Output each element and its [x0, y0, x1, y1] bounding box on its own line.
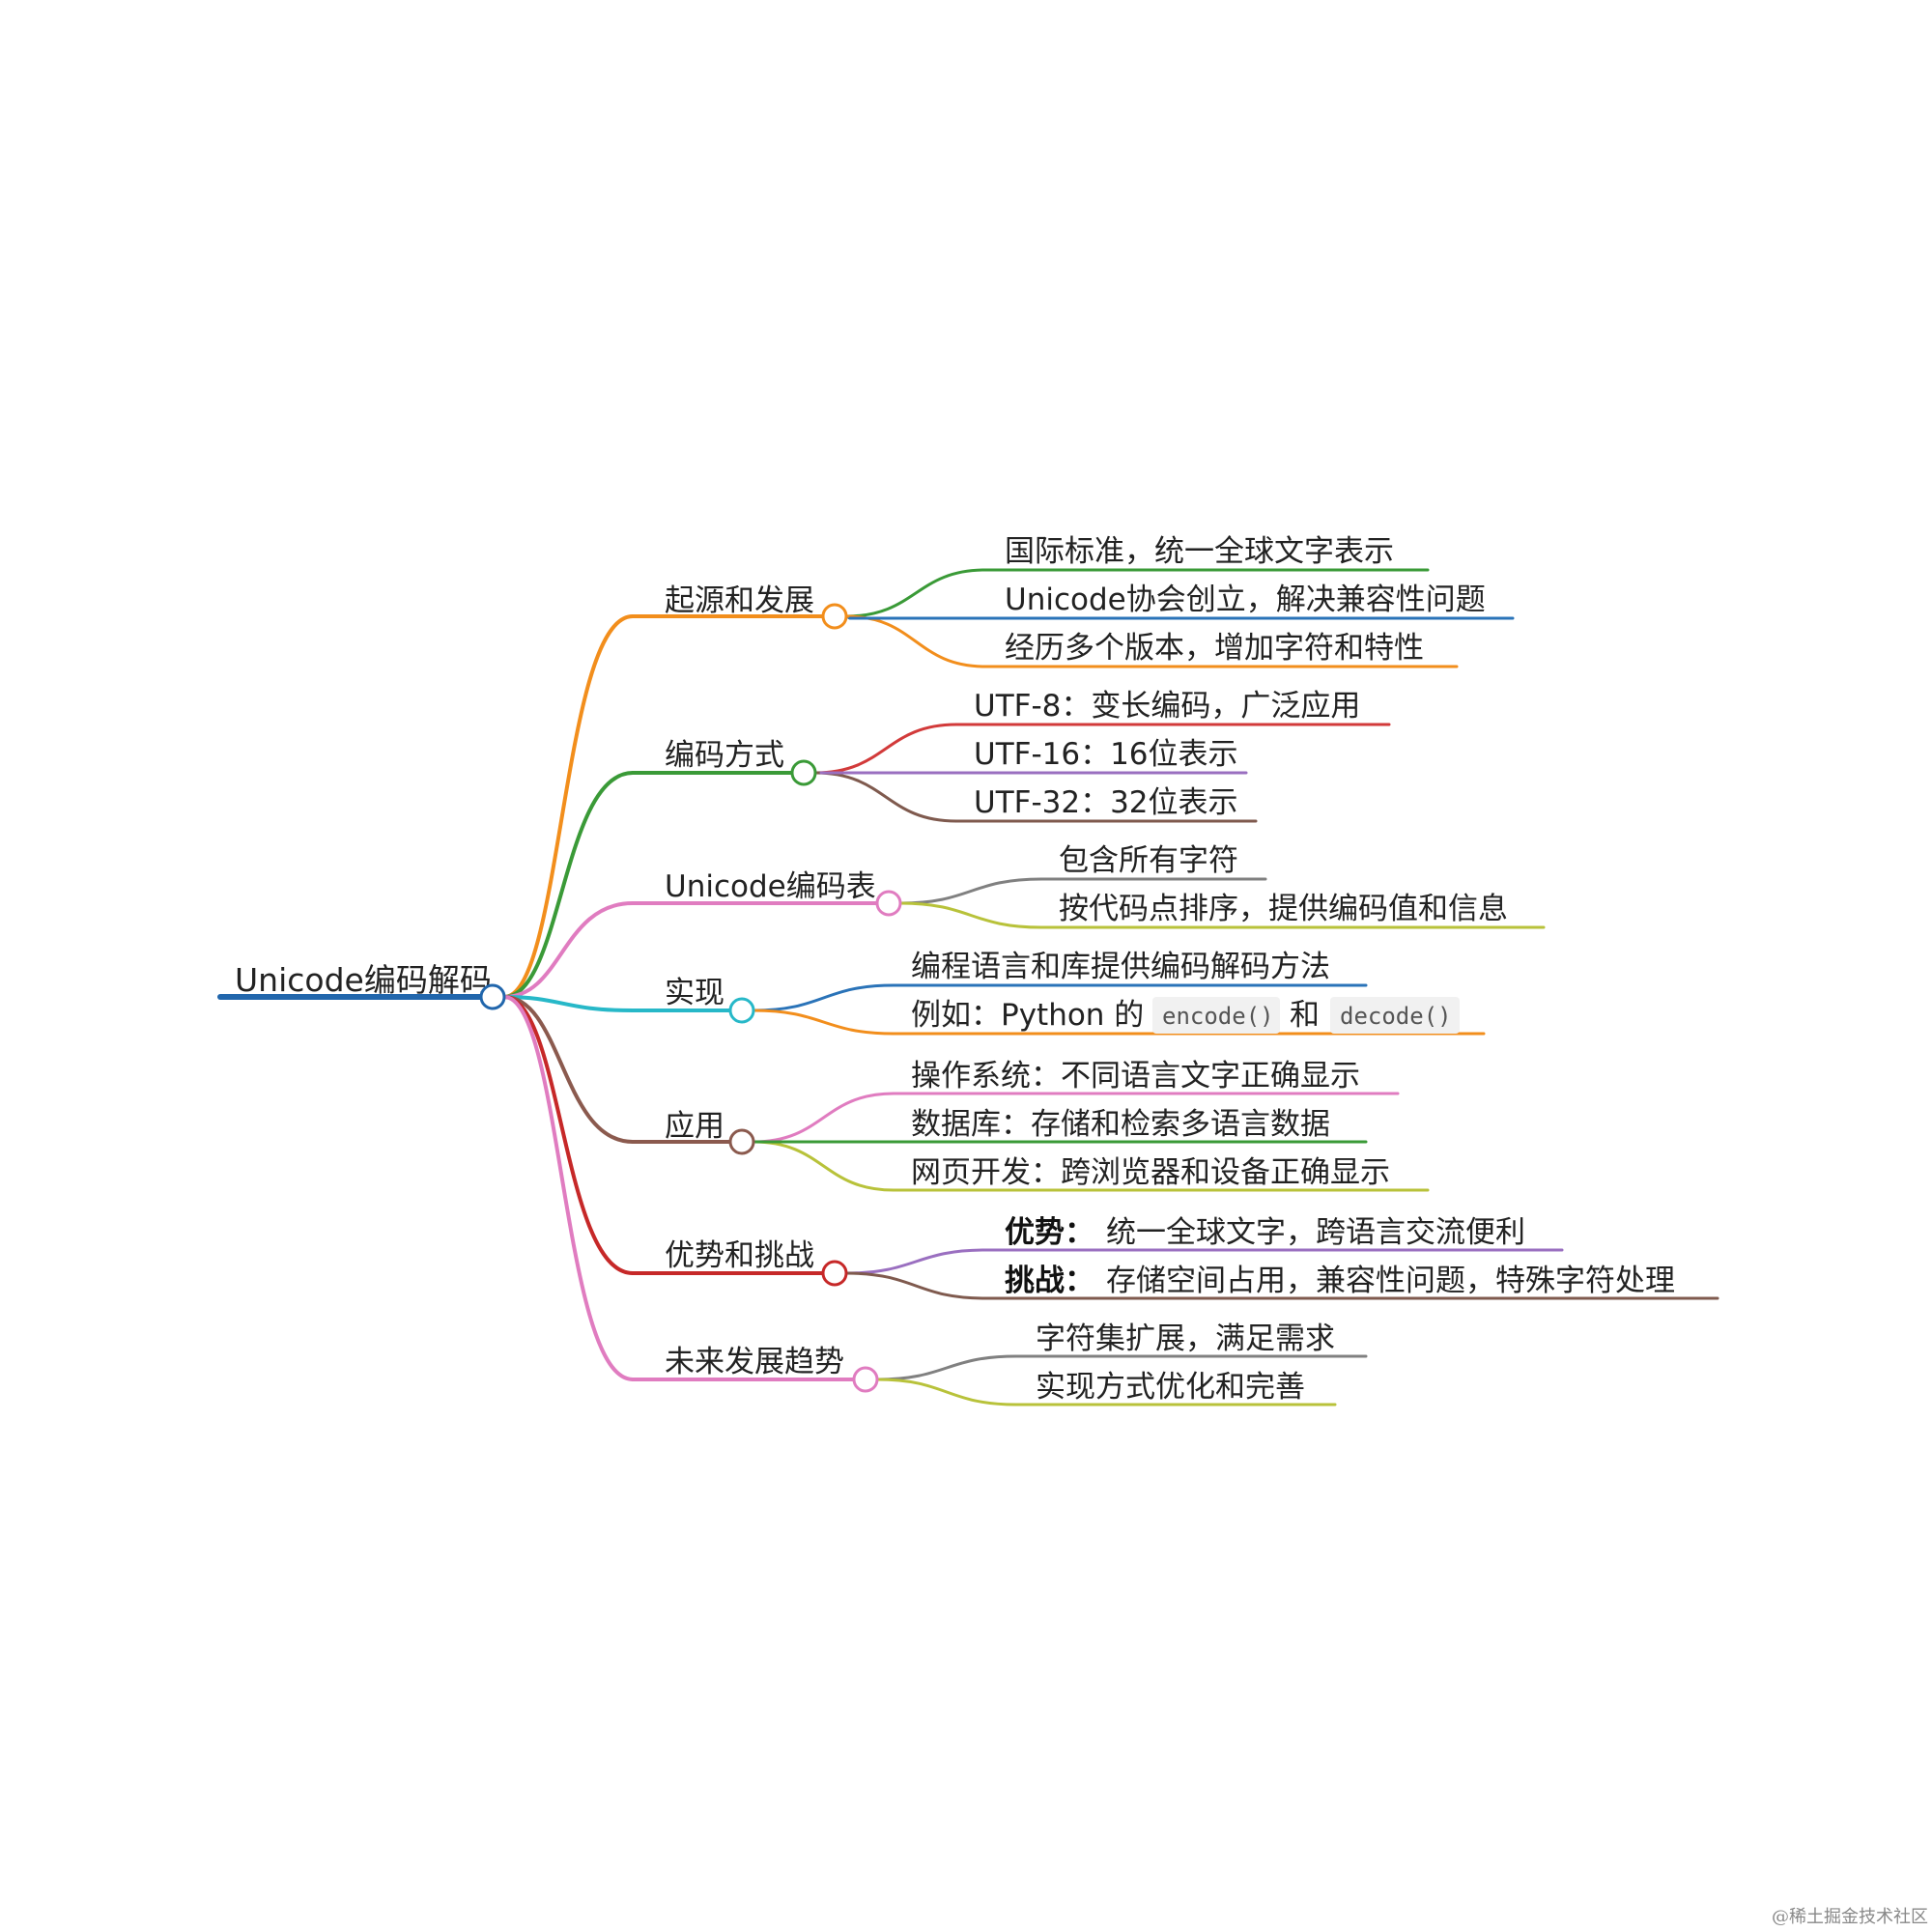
root-label: Unicode编码解码: [235, 961, 492, 999]
edge-branch-1-leaf-2: [813, 771, 958, 823]
leaf-encoding-1: UTF-8：变长编码，广泛应用: [974, 689, 1360, 724]
root-node-circle[interactable]: [479, 983, 506, 1010]
edge-branch-2-leaf-0: [898, 877, 1043, 905]
edge-branch-6-leaf-1: [875, 1378, 1018, 1406]
edge-root-branch-4: [502, 995, 635, 1144]
code-encode: encode(): [1162, 1003, 1274, 1030]
branch-node-circle-6[interactable]: [852, 1366, 879, 1393]
watermark: @稀土掘金技术社区: [1772, 1907, 1928, 1927]
root-node[interactable]: Unicode编码解码: [235, 961, 492, 999]
branch-node-circle-4[interactable]: [728, 1128, 755, 1155]
edge-root-branch-3: [502, 995, 635, 1012]
node-circles: [479, 603, 902, 1393]
branch-node-circle-0[interactable]: [821, 603, 848, 630]
leaf-app-2: 数据库：存储和检索多语言数据: [911, 1107, 1330, 1142]
leaf-table-1: 包含所有字符: [1059, 843, 1238, 878]
edge-branch-0-leaf-2: [844, 614, 987, 668]
leaf-pros-text: 统一全球文字，跨语言交流便利: [1106, 1215, 1525, 1250]
edge-root-branch-6: [502, 995, 635, 1381]
leaf-app-3: 网页开发：跨浏览器和设备正确显示: [911, 1155, 1390, 1190]
branch-label-impl[interactable]: 实现: [665, 976, 724, 1010]
leaf-cons-bold: 挑战：: [1005, 1264, 1094, 1298]
edge-root-branch-1: [502, 771, 635, 999]
leaf-app-1: 操作系统：不同语言文字正确显示: [911, 1059, 1360, 1094]
connector-lines: [502, 568, 1043, 1406]
leaf-cons-text: 存储空间占用，兼容性问题，特殊字符处理: [1106, 1264, 1675, 1298]
branch-node-circle-1[interactable]: [790, 759, 817, 786]
edge-branch-3-leaf-1: [752, 1009, 895, 1036]
leaf-origin-3: 经历多个版本，增加字符和特性: [1005, 631, 1424, 666]
edge-branch-2-leaf-1: [898, 901, 1043, 929]
node-underlines: [217, 568, 1719, 1406]
leaf-future-2: 实现方式优化和完善: [1036, 1370, 1305, 1405]
leaf-origin-2: Unicode协会创立，解决兼容性问题: [1005, 582, 1486, 617]
branch-label-table[interactable]: Unicode编码表: [665, 869, 876, 904]
leaf-impl-1: 编程语言和库提供编码解码方法: [911, 950, 1330, 984]
edge-root-branch-0: [502, 614, 635, 999]
leaf-cons: 挑战： 存储空间占用，兼容性问题，特殊字符处理: [1005, 1264, 1675, 1298]
edge-branch-6-leaf-0: [875, 1354, 1018, 1381]
branch-label-encoding[interactable]: 编码方式: [665, 738, 784, 773]
branch-label-application[interactable]: 应用: [665, 1109, 724, 1144]
edge-branch-4-leaf-2: [752, 1140, 895, 1192]
branch-label-future[interactable]: 未来发展趋势: [665, 1345, 844, 1379]
branch-node-circle-3[interactable]: [728, 997, 755, 1024]
leaf-pros: 优势： 统一全球文字，跨语言交流便利: [1005, 1215, 1525, 1250]
code-chip-decode: [1330, 997, 1460, 1034]
leaf-pros-bold: 优势：: [1005, 1215, 1094, 1250]
edge-branch-5-leaf-0: [844, 1248, 987, 1275]
code-decode: decode(): [1340, 1003, 1452, 1030]
leaf-encoding-3: UTF-32：32位表示: [974, 785, 1238, 820]
edge-root-branch-2: [502, 901, 635, 999]
code-chip-encode: [1152, 997, 1280, 1034]
branch-node-circle-5[interactable]: [821, 1260, 848, 1287]
edge-branch-0-leaf-0: [844, 568, 987, 618]
leaf-encoding-2: UTF-16：16位表示: [974, 737, 1238, 772]
leaf-origin-1: 国际标准，统一全球文字表示: [1005, 534, 1394, 569]
branch-node-circle-2[interactable]: [875, 890, 902, 917]
leaf-impl-2: 例如：Python 的 encode() 和 decode(): [911, 997, 1460, 1034]
edge-branch-1-leaf-0: [813, 723, 958, 775]
edge-branch-5-leaf-1: [844, 1271, 987, 1300]
branch-label-origin[interactable]: 起源和发展: [665, 583, 814, 618]
leaf-future-1: 字符集扩展，满足需求: [1036, 1321, 1335, 1356]
leaf-impl-2-prefix: 例如：Python 的: [911, 998, 1144, 1033]
leaf-table-2: 按代码点排序，提供编码值和信息: [1059, 892, 1508, 926]
edge-branch-4-leaf-0: [752, 1092, 895, 1144]
leaf-impl-2-and: 和: [1290, 998, 1320, 1033]
edge-branch-3-leaf-0: [752, 983, 895, 1012]
branch-label-pros-cons[interactable]: 优势和挑战: [665, 1238, 814, 1273]
edge-root-branch-5: [502, 995, 635, 1275]
